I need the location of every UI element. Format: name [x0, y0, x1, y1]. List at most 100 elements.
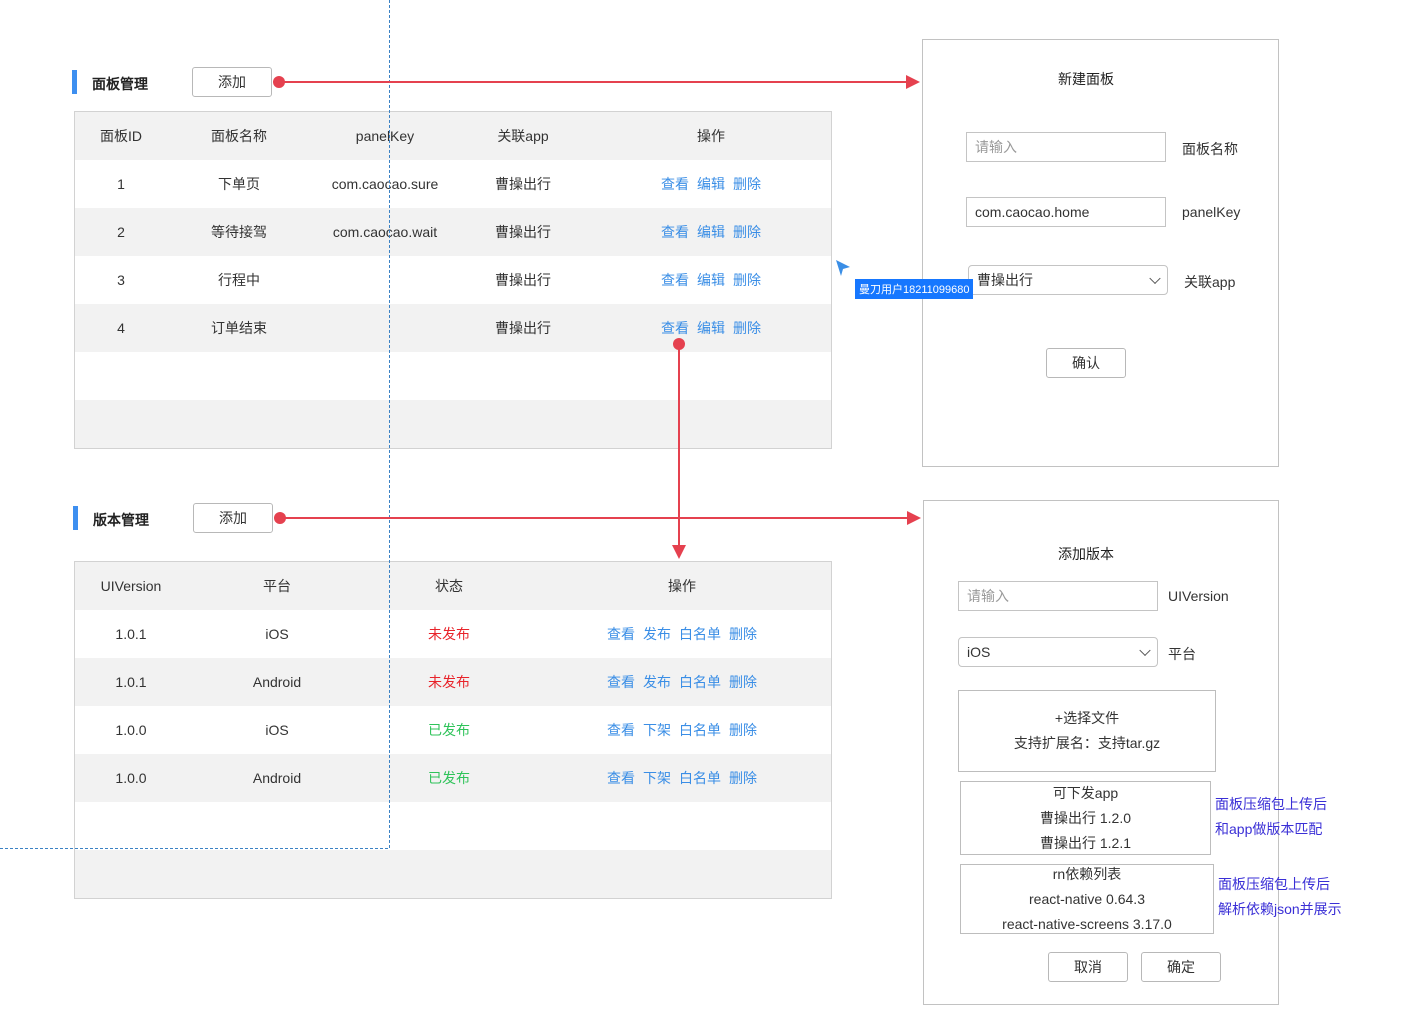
version-col-status: 状态 — [435, 578, 463, 594]
arrow-start-dot — [274, 512, 286, 524]
ok-button[interactable]: 确定 — [1141, 952, 1221, 982]
app-match-note: 面板压缩包上传后 和app做版本匹配 — [1215, 792, 1327, 842]
app-select[interactable]: 曹操出行 — [968, 265, 1168, 295]
arrow-head — [906, 75, 920, 89]
version-col-uiversion: UIVersion — [100, 578, 162, 594]
delete-link[interactable]: 删除 — [733, 320, 761, 336]
table-row: 1.0.1 Android 未发布 查看 发布 白名单 删除 — [75, 658, 831, 706]
add-version-dialog: 添加版本 请输入 UIVersion iOS 平台 +选择文件 支持扩展名：支持… — [923, 500, 1279, 1005]
panel-col-app: 关联app — [497, 128, 549, 144]
version-actions: 查看 发布 白名单 删除 — [587, 610, 777, 658]
panel-name-input[interactable]: 请输入 — [966, 132, 1166, 162]
whitelist-link[interactable]: 白名单 — [679, 626, 721, 642]
delete-link[interactable]: 删除 — [729, 722, 757, 738]
ui-version-label: UIVersion — [1168, 588, 1229, 604]
panel-id: 4 — [117, 320, 125, 336]
empty-row — [75, 802, 831, 850]
rn-dependency-list: rn依赖列表 react-native 0.64.3 react-native-… — [960, 864, 1214, 934]
version-actions: 查看 下架 白名单 删除 — [587, 754, 777, 802]
version-number: 1.0.1 — [115, 626, 147, 642]
table-row: 1 下单页 com.caocao.sure 曹操出行 查看 编辑 删除 — [75, 160, 831, 208]
collaborator-cursor-tag: 曼刀用户18211099680 — [855, 279, 974, 299]
ui-version-input[interactable]: 请输入 — [958, 581, 1158, 611]
version-col-actions: 操作 — [668, 578, 696, 594]
chevron-down-icon — [1139, 644, 1151, 657]
whitelist-link[interactable]: 白名单 — [679, 770, 721, 786]
panel-name: 下单页 — [218, 176, 260, 192]
platform-select[interactable]: iOS — [958, 637, 1158, 667]
panel-col-actions: 操作 — [697, 128, 725, 144]
panel-key-input[interactable]: com.caocao.home — [966, 197, 1166, 227]
view-link[interactable]: 查看 — [661, 272, 689, 288]
edit-link[interactable]: 编辑 — [697, 272, 725, 288]
version-actions: 查看 下架 白名单 删除 — [587, 706, 777, 754]
file-upload-area[interactable]: +选择文件 支持扩展名：支持tar.gz — [958, 690, 1216, 772]
version-section-accent-bar — [73, 506, 78, 530]
list-item: react-native-screens 3.17.0 — [1002, 915, 1172, 932]
table-row: 1.0.0 Android 已发布 查看 下架 白名单 删除 — [75, 754, 831, 802]
empty-row — [75, 352, 831, 400]
view-link[interactable]: 查看 — [607, 722, 635, 738]
version-table-header: UIVersion 平台 状态 操作 — [75, 562, 831, 610]
platform-label: 平台 — [1168, 646, 1196, 662]
status-badge: 未发布 — [428, 626, 470, 642]
table-row: 1.0.1 iOS 未发布 查看 发布 白名单 删除 — [75, 610, 831, 658]
note-line: 面板压缩包上传后 — [1215, 796, 1327, 812]
publish-link[interactable]: 发布 — [643, 626, 671, 642]
app-list-title: 可下发app — [1052, 784, 1119, 801]
panel-name-label: 面板名称 — [1182, 141, 1238, 157]
view-link[interactable]: 查看 — [607, 674, 635, 690]
view-link[interactable]: 查看 — [661, 224, 689, 240]
new-panel-dialog: 新建面板 请输入 面板名称 com.caocao.home panelKey 曹… — [922, 39, 1279, 467]
view-link[interactable]: 查看 — [661, 320, 689, 336]
list-item: react-native 0.64.3 — [1029, 890, 1145, 907]
delete-link[interactable]: 删除 — [733, 272, 761, 288]
cursor-icon — [836, 260, 850, 276]
panel-col-key: panelKey — [355, 128, 415, 144]
add-version-button[interactable]: 添加 — [193, 503, 273, 533]
panel-actions: 查看 编辑 删除 — [641, 256, 781, 304]
unpublish-link[interactable]: 下架 — [643, 770, 671, 786]
status-badge: 未发布 — [428, 674, 470, 690]
edit-link[interactable]: 编辑 — [697, 224, 725, 240]
panel-app: 曹操出行 — [495, 320, 551, 336]
panel-key: com.caocao.wait — [332, 224, 438, 240]
version-platform: iOS — [265, 722, 289, 738]
dependency-list-title: rn依赖列表 — [1052, 865, 1122, 882]
whitelist-link[interactable]: 白名单 — [679, 674, 721, 690]
app-label: 关联app — [1184, 274, 1236, 290]
panel-app: 曹操出行 — [495, 224, 551, 240]
table-row: 4 订单结束 曹操出行 查看 编辑 删除 — [75, 304, 831, 352]
delete-link[interactable]: 删除 — [733, 224, 761, 240]
edit-link[interactable]: 编辑 — [697, 176, 725, 192]
cancel-button[interactable]: 取消 — [1048, 952, 1128, 982]
empty-row — [75, 850, 831, 898]
unpublish-link[interactable]: 下架 — [643, 722, 671, 738]
file-select-label: +选择文件 — [1054, 710, 1120, 726]
note-line: 面板压缩包上传后 — [1218, 876, 1330, 892]
add-panel-button[interactable]: 添加 — [192, 67, 272, 97]
version-platform: iOS — [265, 626, 289, 642]
delete-link[interactable]: 删除 — [729, 674, 757, 690]
panel-key — [315, 256, 455, 304]
whitelist-link[interactable]: 白名单 — [679, 722, 721, 738]
edit-link[interactable]: 编辑 — [697, 320, 725, 336]
delete-link[interactable]: 删除 — [729, 770, 757, 786]
delete-link[interactable]: 删除 — [733, 176, 761, 192]
delete-link[interactable]: 删除 — [729, 626, 757, 642]
panel-name: 行程中 — [218, 272, 260, 288]
view-link[interactable]: 查看 — [607, 626, 635, 642]
view-link[interactable]: 查看 — [661, 176, 689, 192]
publish-link[interactable]: 发布 — [643, 674, 671, 690]
app-select-value: 曹操出行 — [977, 272, 1033, 288]
panel-actions: 查看 编辑 删除 — [641, 160, 781, 208]
confirm-button[interactable]: 确认 — [1046, 348, 1126, 378]
panel-col-id: 面板ID — [100, 128, 142, 144]
panel-actions: 查看 编辑 删除 — [641, 208, 781, 256]
view-link[interactable]: 查看 — [607, 770, 635, 786]
panel-name: 订单结束 — [211, 320, 267, 336]
chevron-down-icon — [1149, 272, 1161, 285]
panel-id: 1 — [117, 176, 125, 192]
list-item: 曹操出行 1.2.1 — [1039, 834, 1132, 851]
panel-key: com.caocao.sure — [331, 176, 439, 192]
